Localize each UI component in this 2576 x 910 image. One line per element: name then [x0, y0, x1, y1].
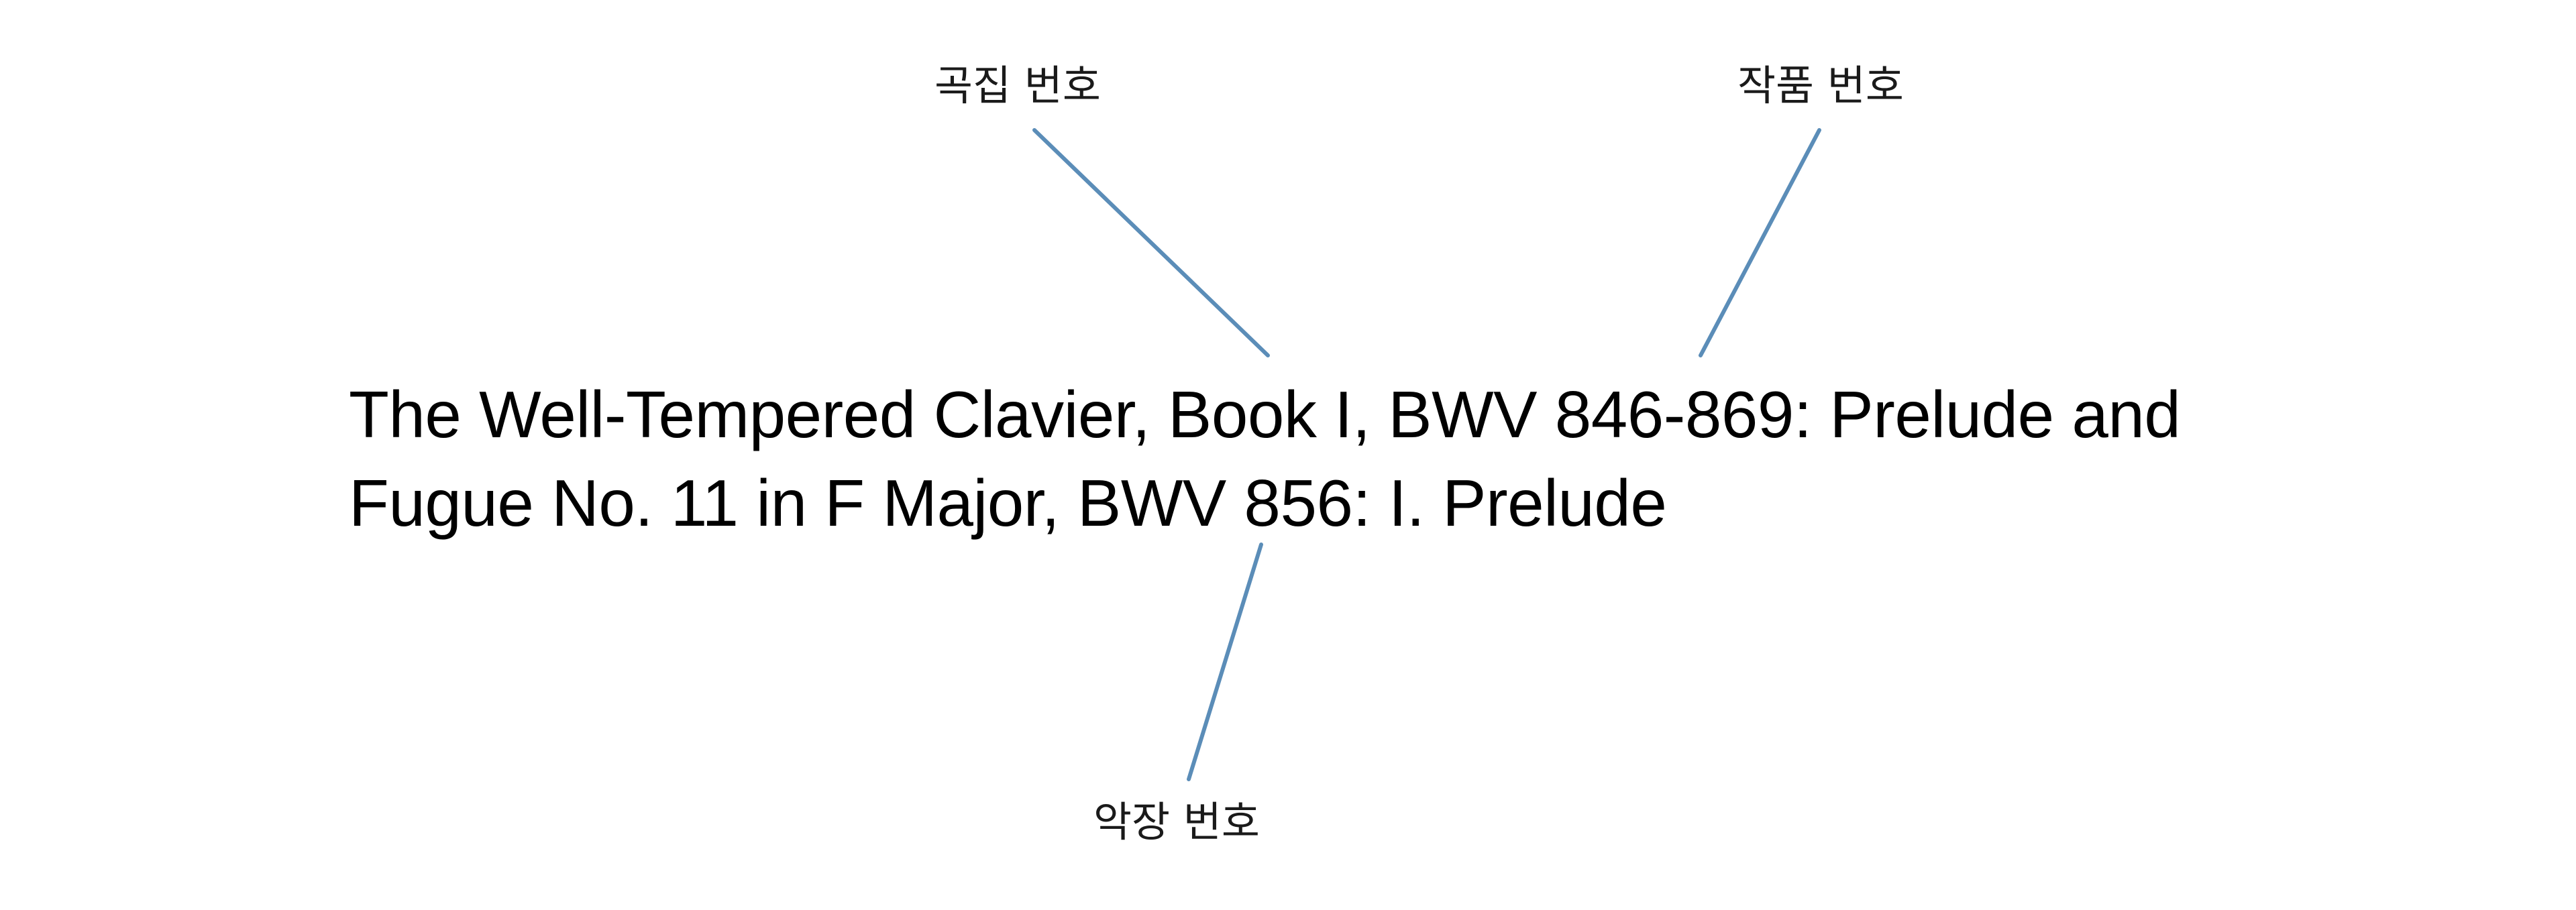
- track-title: The Well-Tempered Clavier, Book I, BWV 8…: [349, 370, 2294, 547]
- collection-number-label: 곡집 번호: [934, 61, 1101, 110]
- movement-number-label: 악장 번호: [1093, 797, 1260, 846]
- track-title-line-1: The Well-Tempered Clavier, Book I, BWV 8…: [349, 378, 2181, 451]
- track-title-line-2: Fugue No. 11 in F Major, BWV 856: I. Pre…: [349, 466, 1667, 540]
- catalog-number-label: 작품 번호: [1737, 61, 1904, 110]
- catalog-leader-line: [1699, 128, 1821, 357]
- movement-leader-line: [1187, 543, 1263, 781]
- collection-leader-line: [1032, 128, 1270, 357]
